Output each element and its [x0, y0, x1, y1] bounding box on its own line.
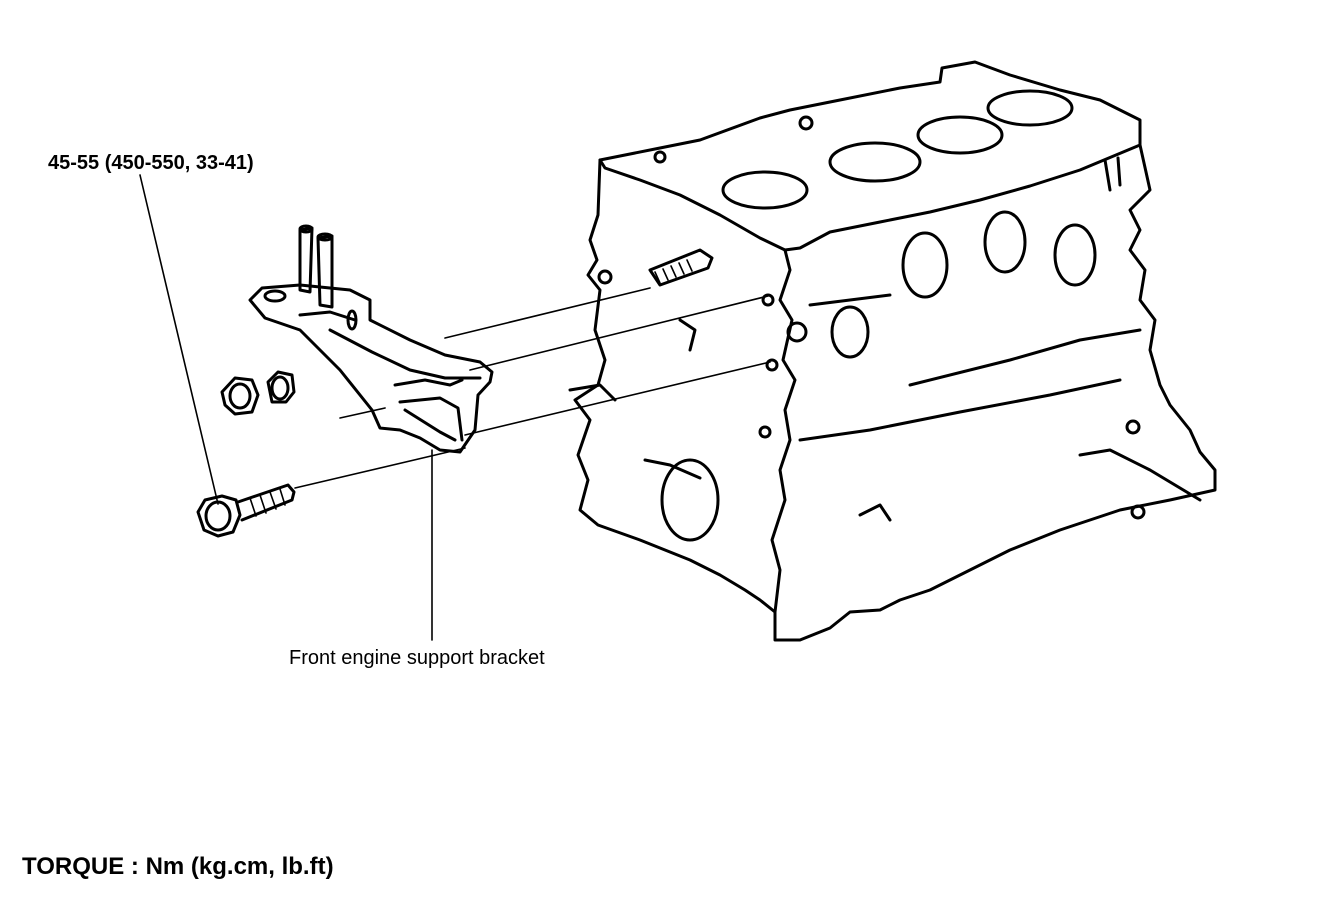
mount-nut [220, 376, 260, 416]
engine-block-front-face [573, 143, 1217, 642]
water-pump-port [660, 458, 720, 542]
front-engine-support-bracket [248, 224, 494, 454]
torque-leader-line [139, 174, 219, 505]
side-bore-1 [901, 231, 949, 299]
mount-washer [266, 370, 296, 404]
engine-block [568, 60, 1217, 642]
bracket-stud-1 [298, 226, 314, 294]
cylinder-bore-1 [721, 170, 809, 210]
cylinder-bore-2 [828, 141, 922, 183]
alignment-lines [294, 287, 771, 489]
side-bore-3 [1053, 223, 1097, 287]
torque-spec-label: 45-55 (450-550, 33-41) [48, 152, 254, 174]
side-bore-2 [983, 210, 1027, 274]
torque-units-legend: TORQUE : Nm (kg.cm, lb.ft) [22, 853, 334, 880]
cylinder-bore-4 [986, 89, 1074, 127]
part-name-label: Front engine support bracket [289, 647, 545, 669]
block-dowel-stud [648, 248, 714, 287]
cylinder-bore-3 [916, 115, 1004, 155]
nut-and-washer [220, 370, 296, 416]
mounting-bolt [196, 483, 296, 538]
engine-block-top-deck [598, 60, 1142, 252]
bracket-stud-2 [316, 234, 334, 309]
